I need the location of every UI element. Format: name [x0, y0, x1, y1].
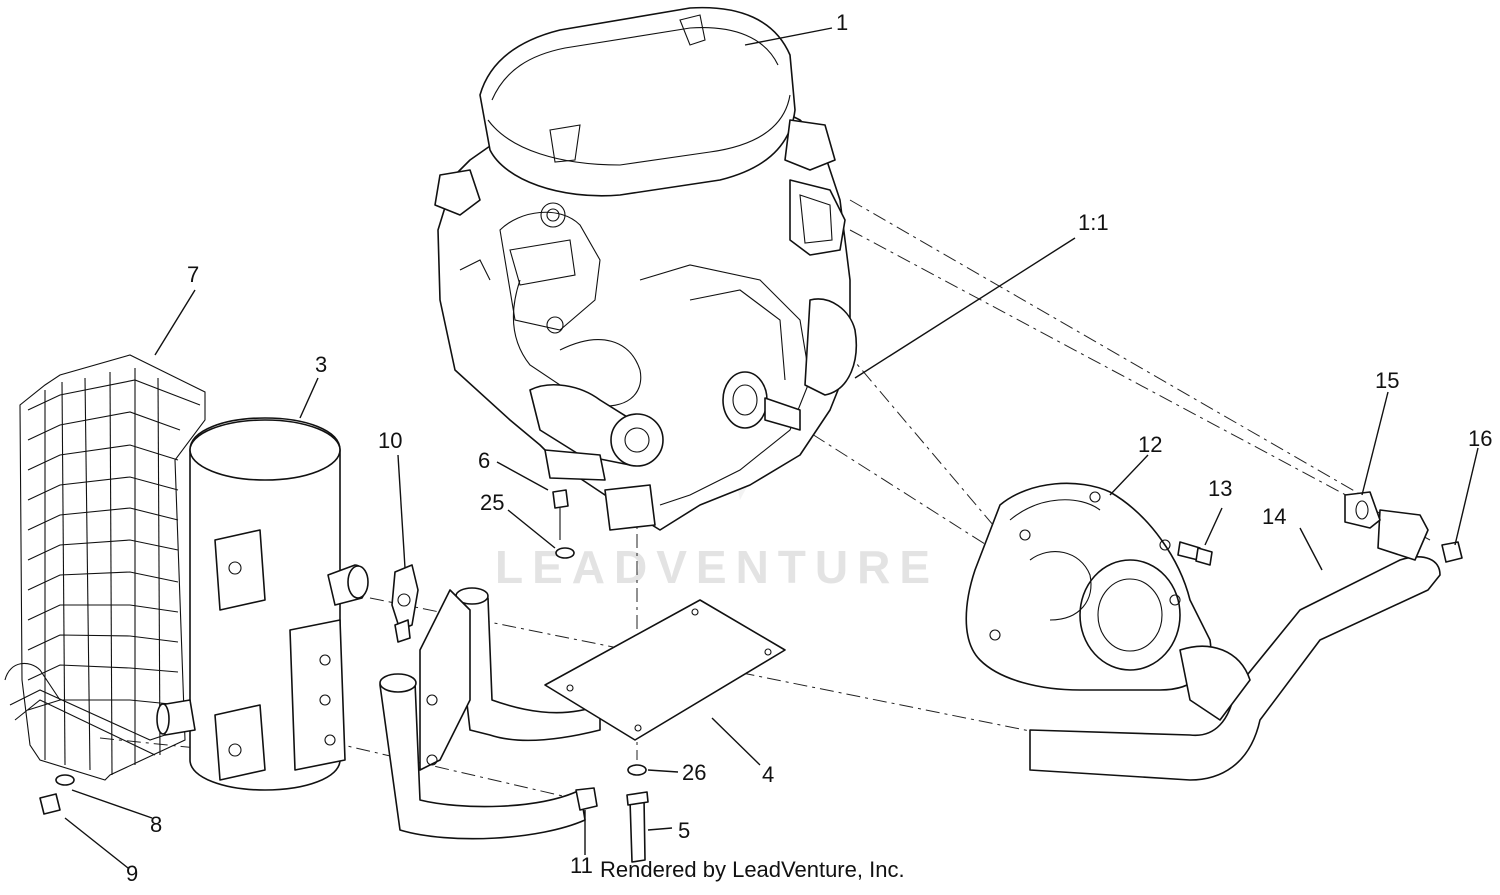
exhaust-manifold[interactable] [965, 482, 1212, 691]
callout-1-1: 1:1 [1078, 210, 1109, 235]
callout-7: 7 [187, 262, 199, 287]
callout-14: 14 [1262, 504, 1286, 529]
engine-assembly[interactable] [434, 6, 857, 531]
callout-4: 4 [762, 762, 774, 787]
bolt-13[interactable] [1177, 541, 1213, 566]
callout-6: 6 [478, 448, 490, 473]
gasket-15[interactable] [1344, 491, 1381, 529]
callout-5: 5 [678, 818, 690, 843]
callout-15: 15 [1375, 368, 1399, 393]
callout-25: 25 [480, 490, 504, 515]
callout-13: 13 [1208, 476, 1232, 501]
callout-9: 9 [126, 861, 138, 886]
callout-8: 8 [150, 812, 162, 837]
callout-11: 11 [570, 853, 593, 878]
guard-rods [44, 368, 161, 776]
exhaust-pipe[interactable] [1029, 509, 1441, 781]
callout-labels: 1 1:1 3 4 5 6 7 8 9 10 11 12 13 14 15 16… [126, 10, 1492, 886]
muffler[interactable] [156, 417, 369, 791]
leader-lines [64, 27, 1479, 869]
hardware-26-5[interactable] [626, 764, 649, 863]
callout-1: 1 [836, 10, 848, 35]
mounting-bracket[interactable] [379, 587, 601, 840]
mounting-plate[interactable] [544, 599, 786, 741]
callout-26: 26 [682, 760, 706, 785]
callout-12: 12 [1138, 432, 1162, 457]
hardware-11[interactable] [575, 787, 598, 811]
callout-10: 10 [378, 428, 402, 453]
exhaust-clamp[interactable] [391, 564, 419, 643]
muffler-guard[interactable] [4, 354, 206, 781]
credit-text: Rendered by LeadVenture, Inc. [600, 857, 905, 882]
nut-16[interactable] [1441, 541, 1463, 563]
guard-rings [27, 379, 201, 711]
hardware-8-9[interactable] [39, 774, 75, 815]
hardware-6-25[interactable] [552, 489, 575, 559]
callout-3: 3 [315, 352, 327, 377]
callout-16: 16 [1468, 426, 1492, 451]
